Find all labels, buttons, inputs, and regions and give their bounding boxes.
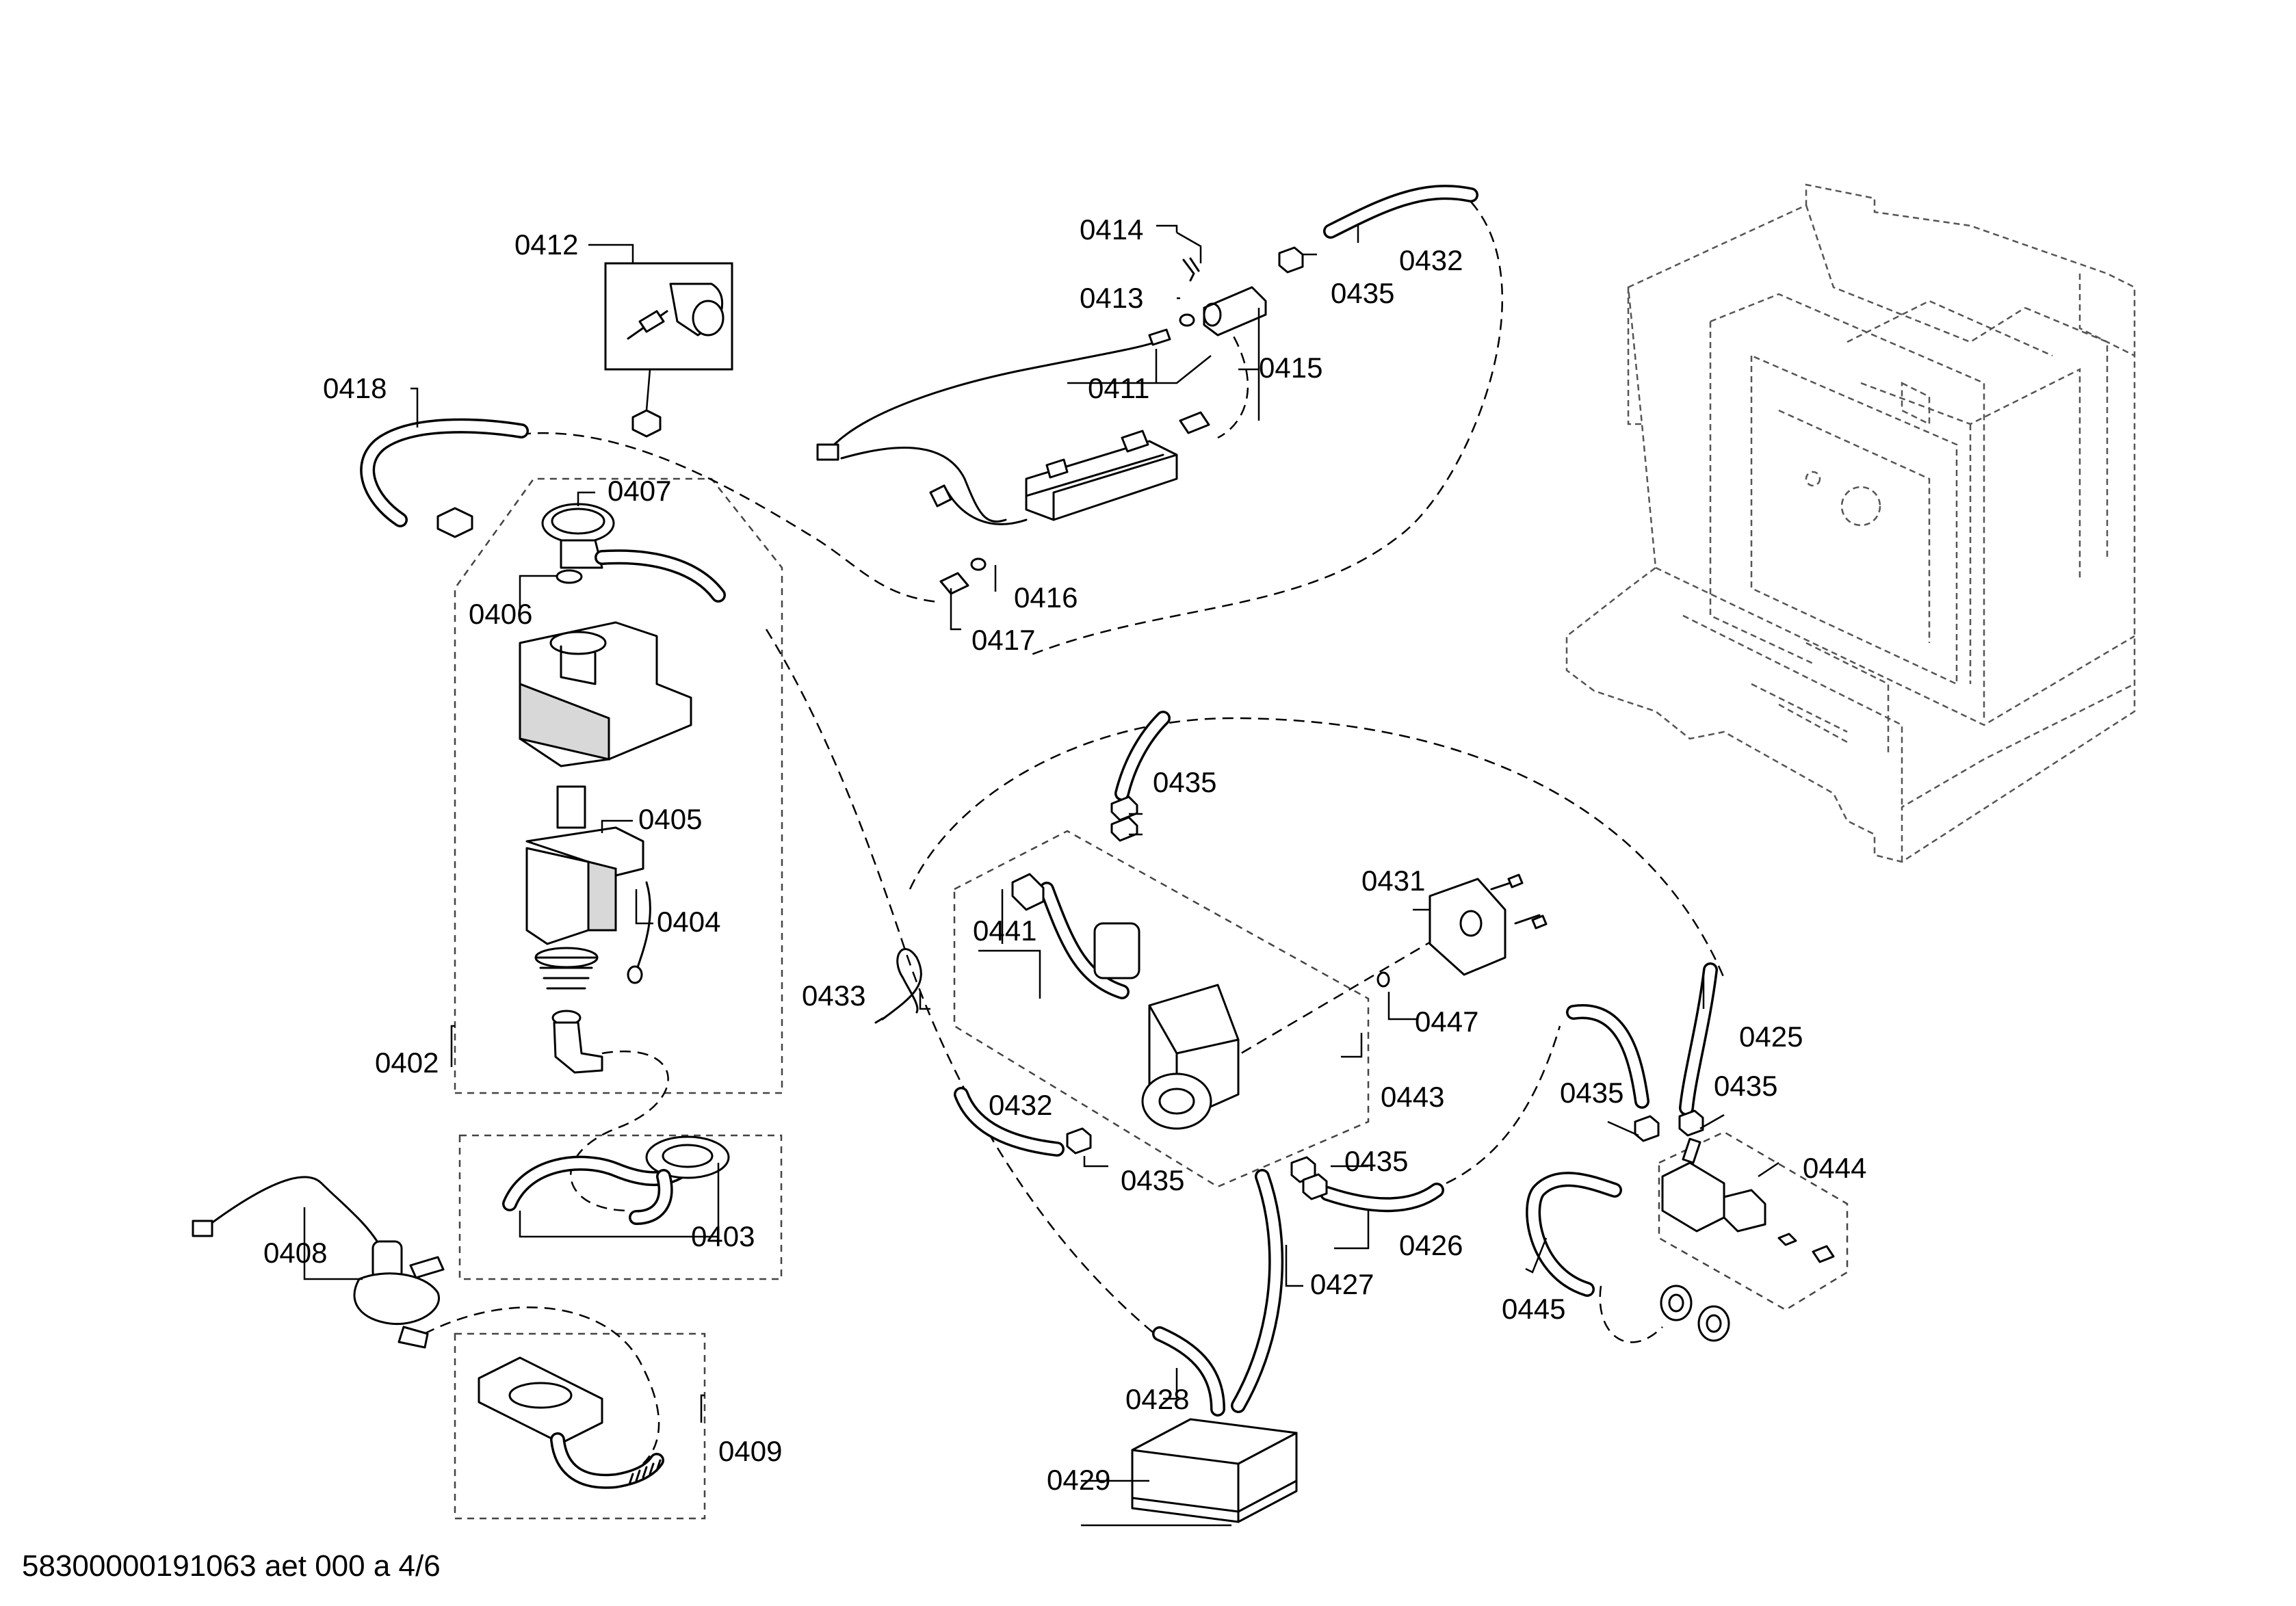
connection-line-central bbox=[765, 629, 1164, 1341]
callout-0409: 0409 bbox=[718, 1435, 782, 1467]
bracket-0431 bbox=[1377, 873, 1548, 988]
connection-line-hose-0432-top bbox=[1026, 201, 1503, 658]
callout-0402: 0402 bbox=[375, 1046, 439, 1079]
group-0403-frame bbox=[458, 1134, 783, 1280]
callout-0415: 0415 bbox=[1259, 352, 1322, 384]
group-0443-frame bbox=[953, 830, 1370, 1188]
pump-icon bbox=[525, 785, 651, 1074]
callout-0443: 0443 bbox=[1381, 1081, 1444, 1113]
callout-labels: 0412 0418 0407 0406 0405 0404 0402 0403 … bbox=[263, 213, 1866, 1496]
callout-0435-top: 0435 bbox=[1331, 277, 1394, 309]
callout-0416: 0416 bbox=[1014, 581, 1078, 614]
connection-line-0415 bbox=[1217, 321, 1249, 439]
callout-0407: 0407 bbox=[608, 475, 671, 507]
connection-line-0409 bbox=[423, 1306, 660, 1464]
callout-0404: 0404 bbox=[657, 906, 720, 938]
callout-0435-lower-right: 0435 bbox=[1344, 1145, 1408, 1177]
callout-0408: 0408 bbox=[263, 1237, 327, 1269]
callout-0414: 0414 bbox=[1080, 213, 1143, 246]
hose-0418 bbox=[360, 418, 529, 538]
callout-0425: 0425 bbox=[1739, 1021, 1803, 1053]
machine-frame-icon bbox=[1565, 183, 2136, 863]
wire-0433 bbox=[874, 948, 922, 1024]
flowmeter-0403 bbox=[502, 1135, 730, 1225]
callout-0432-top: 0432 bbox=[1399, 244, 1463, 276]
callout-0441: 0441 bbox=[973, 914, 1036, 947]
valve-block-0444 bbox=[1660, 1137, 1835, 1342]
connection-line-loop bbox=[909, 717, 1725, 979]
callout-0403: 0403 bbox=[691, 1220, 755, 1252]
connection-line-0445 bbox=[1599, 1285, 1663, 1343]
callout-0432-bottom: 0432 bbox=[989, 1089, 1052, 1121]
connection-line-bottom-left bbox=[570, 1050, 669, 1212]
callout-0429: 0429 bbox=[1047, 1464, 1110, 1496]
valve-icon bbox=[192, 1176, 445, 1349]
grinder-motor-0443 bbox=[1011, 873, 1240, 1130]
callout-0406: 0406 bbox=[469, 598, 532, 630]
callout-0435-lower: 0435 bbox=[1121, 1164, 1184, 1196]
callout-0413: 0413 bbox=[1080, 282, 1143, 314]
callout-0427: 0427 bbox=[1310, 1268, 1374, 1300]
heater-icon bbox=[816, 341, 1178, 525]
callout-0426: 0426 bbox=[1399, 1229, 1463, 1261]
reservoir-0429 bbox=[1131, 1418, 1298, 1523]
pressure-valve-0407 bbox=[541, 503, 726, 603]
drip-tray-icon bbox=[478, 1356, 664, 1489]
clamp-kit-0412 bbox=[604, 262, 733, 438]
footer-doc-code: 58300000191063 aet 000 a 4/6 bbox=[22, 1549, 441, 1583]
callout-0435-right-a: 0435 bbox=[1560, 1077, 1623, 1109]
callout-0435-mid: 0435 bbox=[1153, 766, 1216, 798]
connection-line-0431 bbox=[1217, 929, 1451, 1068]
group-0402-frame bbox=[454, 477, 783, 1094]
callout-0428: 0428 bbox=[1125, 1383, 1189, 1415]
callout-0418: 0418 bbox=[323, 372, 387, 404]
water-tank-0402 bbox=[519, 621, 692, 767]
fittings-0413-0417 bbox=[939, 185, 1478, 595]
callout-0433: 0433 bbox=[802, 979, 865, 1012]
callout-0417: 0417 bbox=[971, 624, 1035, 656]
callout-0412: 0412 bbox=[514, 228, 578, 261]
hoses-group bbox=[954, 711, 1718, 1417]
callout-0447: 0447 bbox=[1415, 1005, 1478, 1038]
connection-line-0426 bbox=[1429, 1025, 1561, 1192]
callout-0444: 0444 bbox=[1803, 1152, 1866, 1184]
callout-0445: 0445 bbox=[1502, 1293, 1565, 1325]
callout-0435-right-b: 0435 bbox=[1714, 1070, 1777, 1102]
callout-0411: 0411 bbox=[1088, 372, 1149, 404]
connection-line-top bbox=[519, 432, 938, 603]
group-0409-frame bbox=[454, 1332, 706, 1520]
leader-lines bbox=[303, 224, 1779, 1527]
callout-0405: 0405 bbox=[638, 803, 702, 835]
callout-0431: 0431 bbox=[1361, 865, 1425, 897]
